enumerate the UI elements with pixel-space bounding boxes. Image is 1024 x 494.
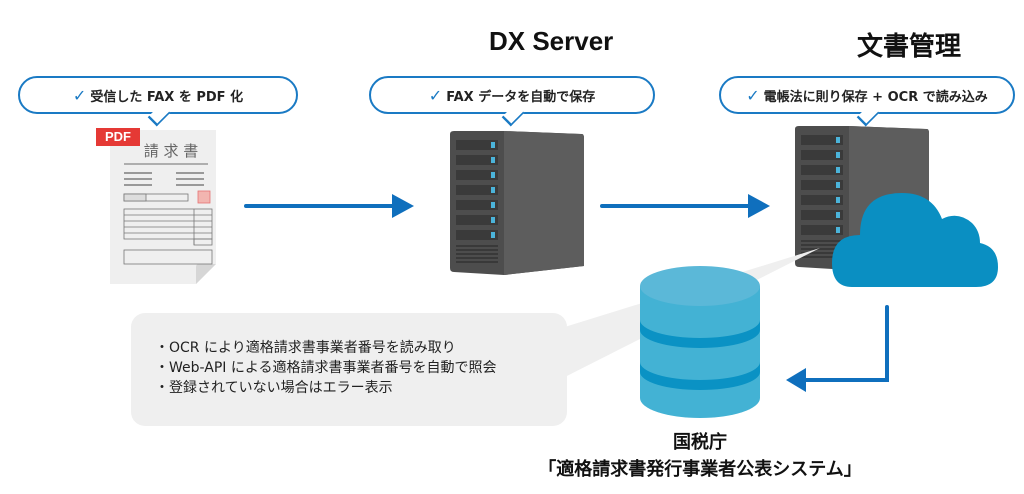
document-management-title: 文書管理	[857, 31, 962, 61]
database-caption-agency: 国税庁	[673, 432, 727, 453]
arrow-return-to-database	[786, 305, 889, 392]
invoice-document: PDF 請 求 書	[96, 124, 226, 290]
bubble-fax-save: ✓ FAX データを自動で保存	[369, 76, 655, 127]
check-icon: ✓	[746, 85, 760, 105]
database-caption-system: 「適格請求書発行事業者公表システム」	[538, 459, 862, 480]
bubble-text: FAX データを自動で保存	[446, 89, 596, 105]
bubble-fax-to-pdf: ✓ 受信した FAX を PDF 化	[18, 76, 298, 127]
feature-item: ・Web-API による適格請求書事業者番号を自動で照会	[155, 360, 497, 376]
dx-server-icon	[450, 131, 584, 275]
database-icon	[640, 266, 760, 418]
feature-item: ・登録されていない場合はエラー表示	[155, 380, 393, 396]
invoice-icon	[110, 130, 216, 284]
dx-server-title: DX Server	[489, 26, 614, 56]
bubble-ocr-save: ✓ 電帳法に則り保存 + OCR で読み込み	[719, 76, 1015, 127]
invoice-heading: 請 求 書	[143, 142, 199, 160]
check-icon: ✓	[428, 85, 443, 105]
feature-note: ・OCR により適格請求書事業者番号を読み取り ・Web-API による適格請求…	[131, 313, 567, 426]
bubble-text: 受信した FAX を PDF 化	[90, 89, 244, 105]
feature-list: ・OCR により適格請求書事業者番号を読み取り ・Web-API による適格請求…	[155, 338, 496, 398]
pdf-badge: PDF	[96, 128, 140, 146]
bubble-text: 電帳法に則り保存 + OCR で読み込み	[763, 89, 988, 105]
arrow-right-1	[244, 194, 414, 218]
check-icon: ✓	[72, 85, 87, 105]
feature-item: ・OCR により適格請求書事業者番号を読み取り	[155, 340, 456, 356]
cloud-icon	[832, 193, 998, 287]
arrow-right-2	[600, 194, 770, 218]
